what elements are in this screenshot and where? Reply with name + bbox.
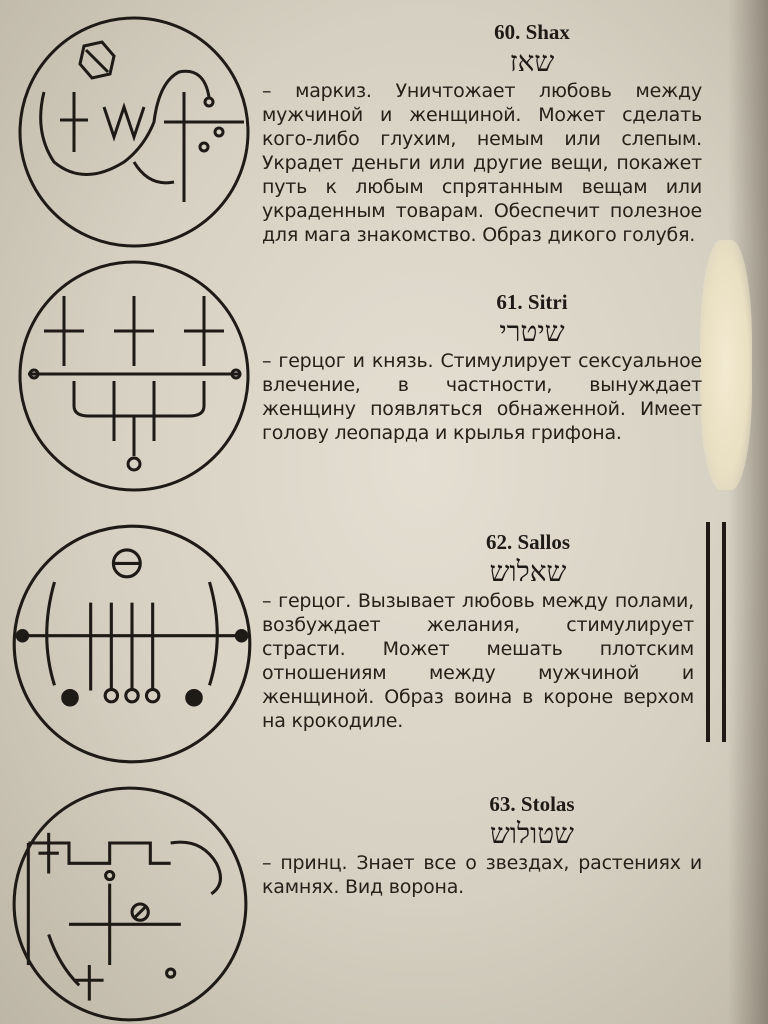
entry-hebrew: שטולוש <box>490 817 574 850</box>
seal-sitri-icon <box>18 260 250 492</box>
entry-title: 61. Sitri <box>496 290 568 314</box>
entry-title: 62. Sallos <box>485 530 571 554</box>
entry-sitri: 61. Sitri שיטרי – герцог и князь. Стимул… <box>262 290 702 445</box>
entry-description: – маркиз. Уничтожает любовь между мужчин… <box>262 80 702 246</box>
entry-description: – герцог. Вызывает любовь между полами, … <box>262 590 694 732</box>
entry-title: 63. Stolas <box>489 792 575 816</box>
entry-hebrew: שאלוש <box>489 555 567 588</box>
margin-rule <box>722 522 726 742</box>
seal-shax-icon <box>18 16 250 248</box>
entry-sallos: 62. Sallos שאלוש – герцог. Вызывает любо… <box>262 530 694 733</box>
entry-stolas: 63. Stolas שטולוש – принц. Знает все о з… <box>262 792 702 899</box>
page-edge-shadow <box>728 0 768 1024</box>
entry-shax: 60. Shax שאז – маркиз. Уничтожает любовь… <box>262 20 702 247</box>
entry-hebrew: שיטרי <box>499 315 565 348</box>
margin-rule <box>706 522 710 742</box>
entry-description: – герцог и князь. Стимулирует сексуально… <box>262 350 702 444</box>
entry-title: 60. Shax <box>494 20 570 44</box>
entry-description: – принц. Знает все о звездах, растениях … <box>262 852 702 898</box>
seal-stolas-icon <box>12 786 248 1022</box>
paper-stain <box>700 240 752 490</box>
entry-hebrew: שאז <box>509 45 555 78</box>
seal-sallos-icon <box>12 524 252 764</box>
